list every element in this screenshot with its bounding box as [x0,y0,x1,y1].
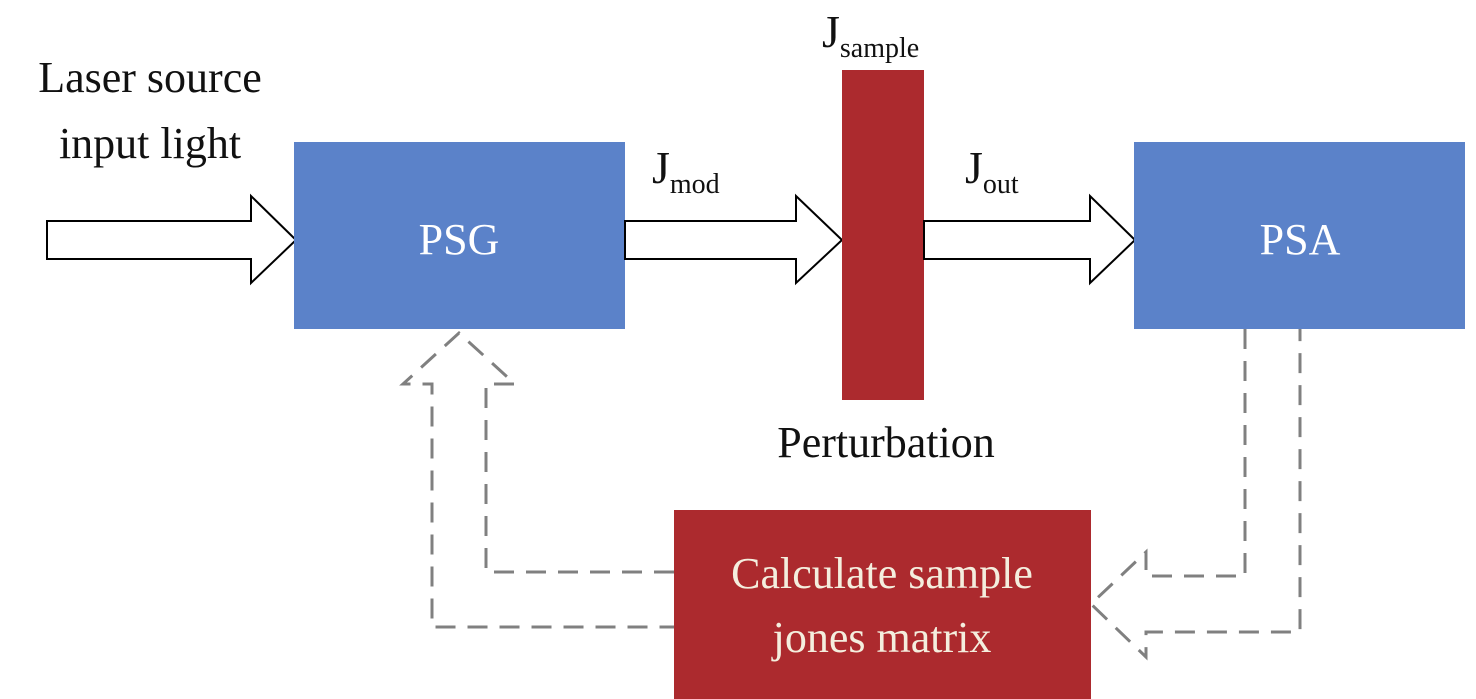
input-light-arrow [46,193,298,286]
psg-label: PSG [419,215,500,264]
calc-to-psg-dashed-arrow [399,330,674,629]
j-mod-arrow [624,193,844,286]
psa-block [1134,142,1465,329]
psa-label: PSA [1260,215,1341,264]
laser-source-label-line2: input light [59,119,241,168]
calculate-label-line2: jones matrix [771,613,992,662]
psg-block [294,142,625,329]
calculate-block [674,510,1091,699]
j-mod-label: Jmod [652,142,720,200]
laser-source-label-line1: Laser source [38,53,262,102]
sample-plate [842,70,924,400]
psa-to-calc-dashed-arrow [1088,329,1302,661]
j-out-label: Jout [965,142,1019,200]
j-sample-label: Jsample [822,6,919,64]
perturbation-label: Perturbation [777,418,995,467]
calculate-label-line1: Calculate sample [731,549,1033,598]
j-out-arrow [923,193,1137,286]
